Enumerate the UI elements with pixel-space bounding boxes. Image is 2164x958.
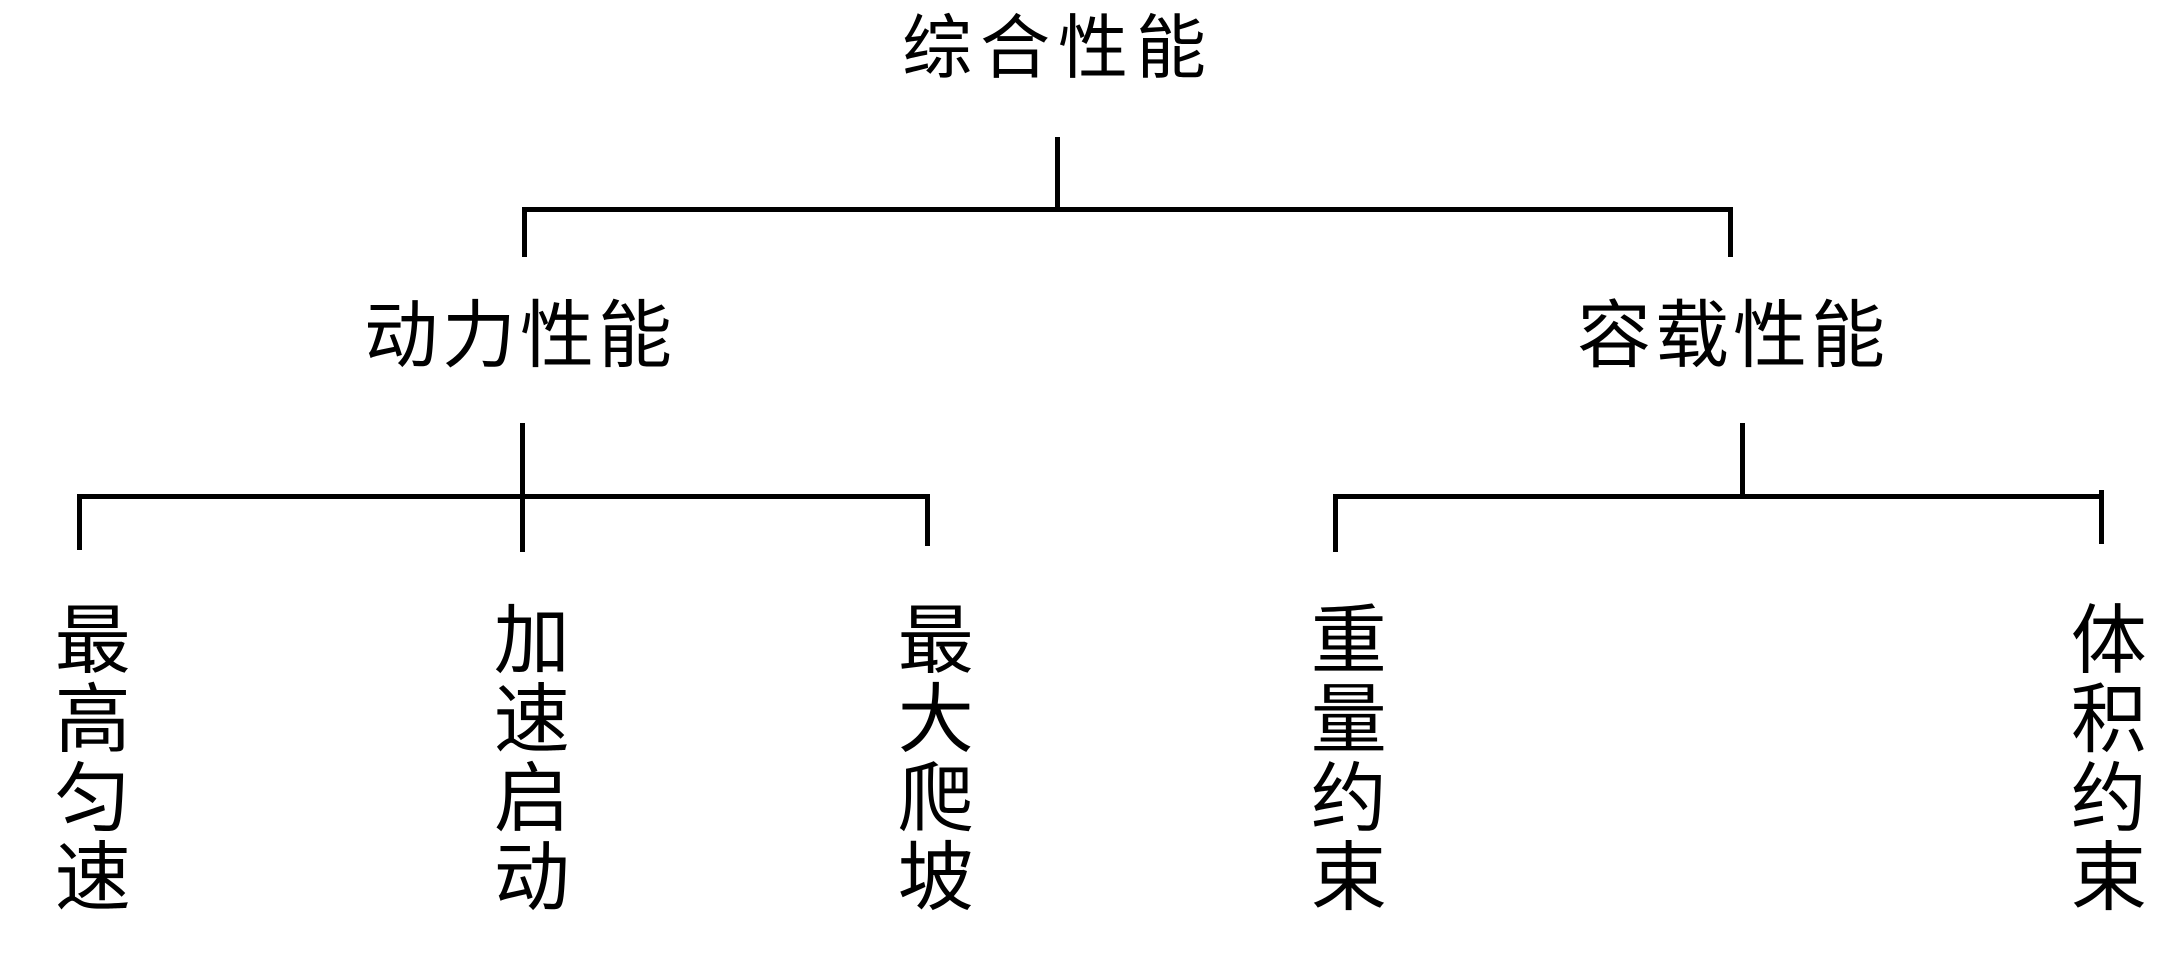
connector-power-drop-right — [925, 494, 930, 546]
connector-level1-bar — [522, 207, 1733, 212]
node-power-performance: 动力性能 — [364, 296, 676, 378]
connector-power-drop-left — [77, 494, 82, 550]
connector-level1-drop-left — [522, 207, 527, 257]
connector-capacity-stem — [1740, 423, 1745, 497]
connector-level1-drop-right — [1728, 207, 1733, 257]
connector-capacity-drop-right — [2099, 490, 2104, 544]
leaf-max-climbing: 最大爬坡 — [885, 600, 970, 916]
leaf-acceleration-start: 加速启动 — [481, 600, 566, 916]
leaf-volume-constraint: 体积约束 — [2058, 600, 2143, 916]
leaf-max-uniform-speed: 最高匀速 — [42, 600, 127, 916]
node-overall-performance: 综合性能 — [902, 11, 1214, 88]
leaf-weight-constraint: 重量约束 — [1298, 600, 1383, 916]
connector-power-stem — [520, 423, 525, 552]
connector-capacity-bar — [1333, 494, 2104, 499]
connector-capacity-drop-left — [1333, 494, 1338, 552]
connector-root-stem — [1055, 137, 1060, 210]
node-capacity-performance: 容载性能 — [1577, 296, 1889, 378]
connector-power-bar — [77, 494, 930, 499]
